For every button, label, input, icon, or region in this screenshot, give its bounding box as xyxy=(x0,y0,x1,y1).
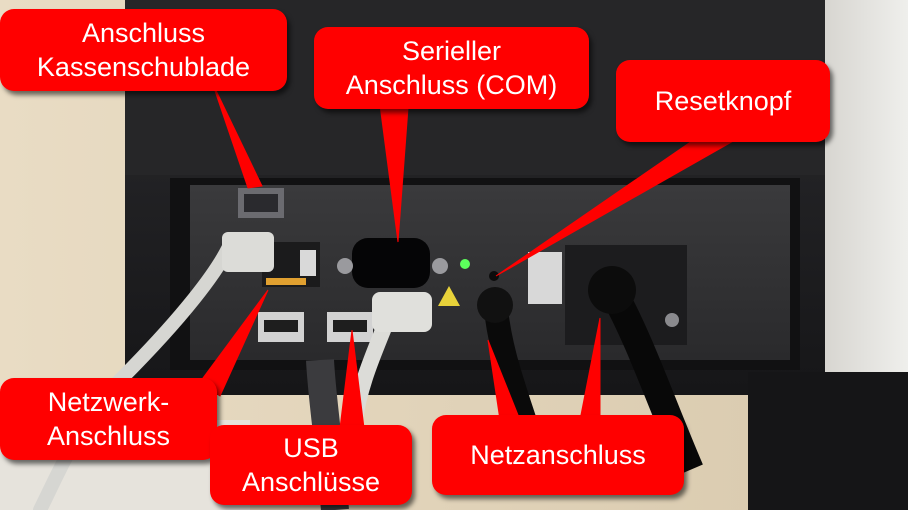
pointer-cash-drawer xyxy=(211,81,263,189)
callout-line: Anschluss (COM) xyxy=(345,70,558,100)
device-box-right xyxy=(748,372,908,510)
status-led xyxy=(460,259,470,269)
pointer-lines xyxy=(199,81,737,429)
callout-serial-port: Serieller Anschluss (COM) xyxy=(314,27,589,109)
callout-reset-button: Resetknopf xyxy=(616,60,830,142)
callout-line: Resetknopf xyxy=(654,86,792,116)
callout-line: Anschlüsse xyxy=(241,467,381,497)
callout-line: Serieller xyxy=(401,36,502,66)
serial-port xyxy=(352,238,430,288)
warning-sticker xyxy=(438,286,460,306)
reset-hole xyxy=(489,271,499,281)
callout-line: USB xyxy=(283,433,339,463)
callout-cash-drawer-port: Anschluss Kassenschublade xyxy=(0,9,287,91)
callout-power-port: Netzanschluss xyxy=(432,415,684,495)
callout-usb-ports: USB Anschlüsse xyxy=(210,425,412,505)
callout-line: Netzwerk- xyxy=(47,387,170,417)
callout-line: Kassenschublade xyxy=(36,52,251,82)
callout-line: Anschluss xyxy=(46,421,171,451)
callout-line: Anschluss xyxy=(81,18,206,48)
callout-network-port: Netzwerk- Anschluss xyxy=(0,378,217,460)
callout-line: Netzanschluss xyxy=(470,440,646,470)
usb-port-vertical xyxy=(528,252,562,304)
